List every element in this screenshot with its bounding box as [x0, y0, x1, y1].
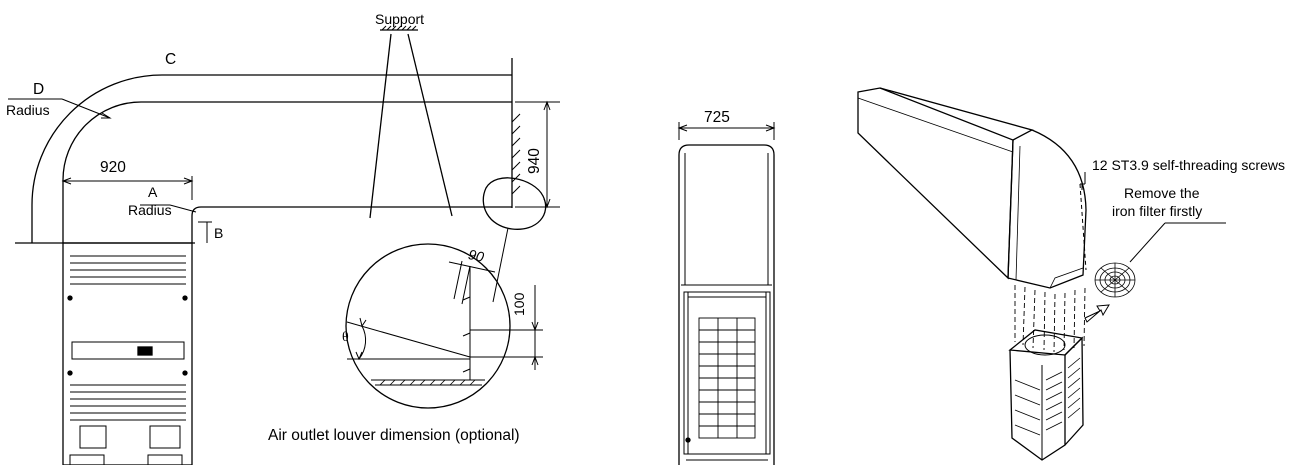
dim-940	[515, 100, 560, 209]
d-radius-label: Radius	[6, 102, 50, 118]
d-radius-leader	[8, 98, 112, 119]
louver-caption: Air outlet louver dimension (optional)	[268, 427, 520, 444]
filter-note-line2: iron filter firstly	[1112, 203, 1203, 219]
a-radius-label: Radius	[128, 202, 172, 218]
front-view	[677, 122, 776, 465]
dim-100-label: 100	[511, 292, 527, 316]
theta-label: θ	[342, 330, 349, 345]
dim-725-label: 725	[704, 109, 730, 126]
dim-b	[198, 221, 212, 243]
outdoor-unit-front	[62, 242, 193, 465]
side-view-duct	[15, 58, 513, 244]
b-label: B	[214, 225, 224, 241]
screws-note: 12 ST3.9 self-threading screws	[1092, 157, 1285, 173]
c-label: C	[165, 51, 177, 68]
filter-note-line1: Remove the	[1124, 185, 1200, 201]
a-label: A	[148, 184, 158, 200]
a-radius-leader	[140, 204, 197, 213]
outlet-louver-hatch	[511, 113, 521, 195]
iso-view	[857, 87, 1226, 461]
support-label: Support	[375, 11, 425, 27]
dim-920-label: 920	[100, 159, 126, 176]
dim-90-label: 90	[466, 246, 486, 265]
dim-940-label: 940	[526, 148, 543, 174]
louver-detail-view	[345, 243, 543, 409]
detail-callout-circle	[482, 177, 547, 303]
dim-920	[61, 176, 194, 200]
fan-guard-icon	[1094, 262, 1136, 298]
d-label: D	[33, 81, 45, 98]
support-triangle	[369, 25, 453, 219]
